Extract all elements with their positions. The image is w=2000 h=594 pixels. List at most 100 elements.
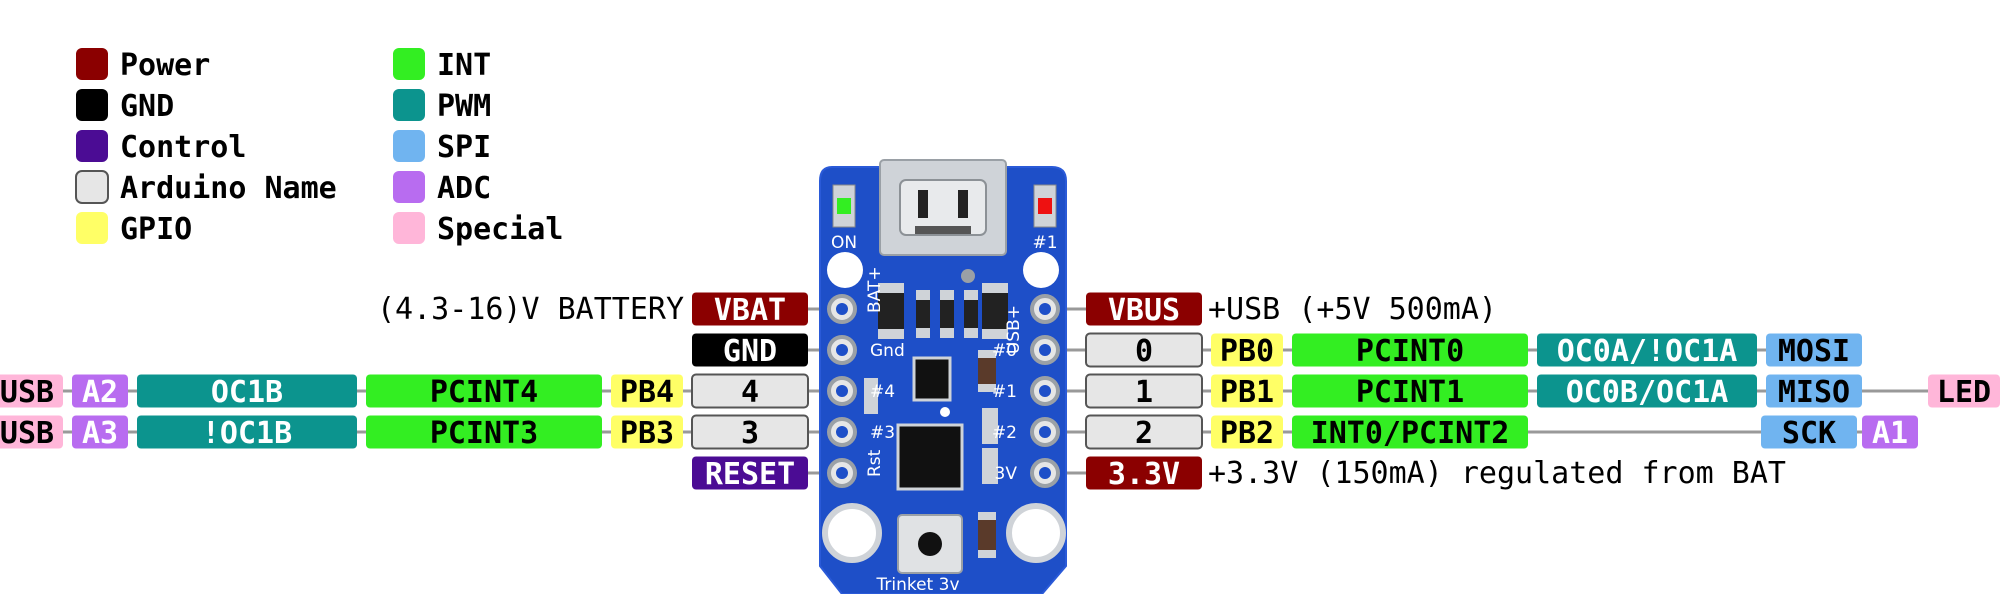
legend-swatch-control [76,130,108,162]
right-label-text-pb2: PB2 [1220,416,1274,451]
component-cap-bottom-body [978,520,996,550]
right-label-text-int0-pcint2: INT0/PCINT2 [1311,416,1510,451]
legend-label-control: Control [120,130,246,165]
right-label-box-oc0a-oc1a [1537,333,1757,367]
right-pin-label-1: 1 [1085,373,1203,410]
microcontroller-chip [896,423,964,491]
legend-label-adc: ADC [437,171,491,206]
left-label-box-a3 [72,415,128,449]
component-cap-left-2 [982,408,998,444]
left-pin-label-pb3: PB3 [611,415,683,451]
right-label-box-3-3v [1086,456,1202,490]
trinket-board: ON #1 Trinket 3v [819,159,1067,594]
left-label-text-usb: USB [0,375,54,410]
right-pin-label-2: 2 [1085,414,1203,451]
mount-hole-bottom-left [822,503,882,563]
right-label-text-pcint0: PCINT0 [1356,334,1464,369]
legend-swatch-gnd [76,89,108,121]
right-label-text-pb1: PB1 [1220,375,1274,410]
left-pin-label-vbat: VBAT [692,292,808,328]
legend-label-gpio: GPIO [120,212,192,247]
right-pin-label-oc0a-oc1a: OC0A/!OC1A [1537,333,1757,369]
left-label-text-4: 4 [741,375,759,410]
component-resistor-3-body [964,300,978,328]
right-pin-hole [1039,426,1051,438]
right-label-text-1: 1 [1135,375,1153,410]
component-cap-left [864,378,878,414]
right-pin-name: #0 [992,341,1017,361]
component-diode-right-body [982,293,1008,329]
legend-swatch-power [76,48,108,80]
left-label-text-pcint3: PCINT3 [430,416,538,451]
right-pin-label-pcint1: PCINT1 [1292,374,1528,410]
right-label-box-led [1928,374,2000,408]
legend-label-arduino-name: Arduino Name [120,171,337,206]
left-pin-label-reset: RESET [692,456,808,492]
legend-label-int: INT [437,48,491,83]
left-label-box-reset [692,456,808,490]
left-label-text-reset: RESET [705,457,795,492]
left-pin-name: BAT+ [865,266,885,313]
left-pin-name: Rst [865,449,885,477]
left-label-text-pb4: PB4 [620,375,674,410]
right-pin-label-0: 0 [1085,332,1203,369]
right-label-box-miso [1766,374,1862,408]
left-pin-hole [836,303,848,315]
legend-swatch-gpio [76,212,108,244]
left-label-box-3 [691,414,809,450]
mount-hole-top-left [827,252,863,288]
left-pin-label-usb: USB [0,374,63,410]
usb-slot-right [958,190,968,218]
led-1-label: #1 [1032,233,1057,253]
right-label-text-miso: MISO [1778,375,1850,410]
left-pin-label-a3: A3 [72,415,128,451]
chip-dot [940,407,950,417]
right-pin-description: +3.3V (150mA) regulated from BAT [1208,456,1786,491]
right-pin-label-miso: MISO [1766,374,1862,410]
component-resistor-1-body [916,300,930,328]
left-label-box-usb [0,374,63,408]
right-label-text-mosi: MOSI [1778,334,1850,369]
right-label-text-0: 0 [1135,334,1153,369]
right-label-box-2 [1085,414,1203,450]
left-pin-label-usb: USB [0,415,63,451]
left-label-box-a2 [72,374,128,408]
left-pin-label-oc1b: OC1B [137,374,357,410]
right-pin-label-mosi: MOSI [1766,333,1862,369]
right-pin-label-vbus: VBUS [1086,292,1202,328]
right-label-text-oc0a-oc1a: OC0A/!OC1A [1557,334,1738,369]
right-pin-label-a1: A1 [1862,415,1918,451]
component-fiducial [961,269,975,283]
left-pin-name: #3 [870,423,895,443]
right-pin-hole [1039,344,1051,356]
right-label-text-vbus: VBUS [1108,293,1180,328]
left-label-box-vbat [692,292,808,326]
right-label-box-pcint1 [1292,374,1528,408]
legend-swatch-arduino-name [75,170,109,204]
right-label-text-pb0: PB0 [1220,334,1274,369]
left-label-text-vbat: VBAT [714,293,786,328]
right-pin-hole [1039,385,1051,397]
left-pin-label-a2: A2 [72,374,128,410]
left-pin-hole [836,385,848,397]
left-label-box-pb4 [611,374,683,408]
right-pin-hole [1039,303,1051,315]
left-label-box-oc1b [137,374,357,408]
component-regulator [912,356,952,402]
left-label-text-gnd: GND [723,334,777,369]
right-label-box-int0-pcint2 [1292,415,1528,449]
legend-swatch-pwm [393,89,425,121]
right-label-text-oc0b-oc1a: OC0B/OC1A [1566,375,1729,410]
left-label-text-3: 3 [741,416,759,451]
right-label-box-pcint0 [1292,333,1528,367]
left-pin-label-pcint3: PCINT3 [366,415,602,451]
legend-label-special: Special [437,212,563,247]
left-label-text-oc1b: OC1B [211,375,283,410]
right-pin-label-led: LED [1928,374,2000,410]
usb-tongue [915,226,971,234]
left-label-text-pb3: PB3 [620,416,674,451]
right-label-box-pb1 [1211,374,1283,408]
right-label-box-sck [1761,415,1857,449]
